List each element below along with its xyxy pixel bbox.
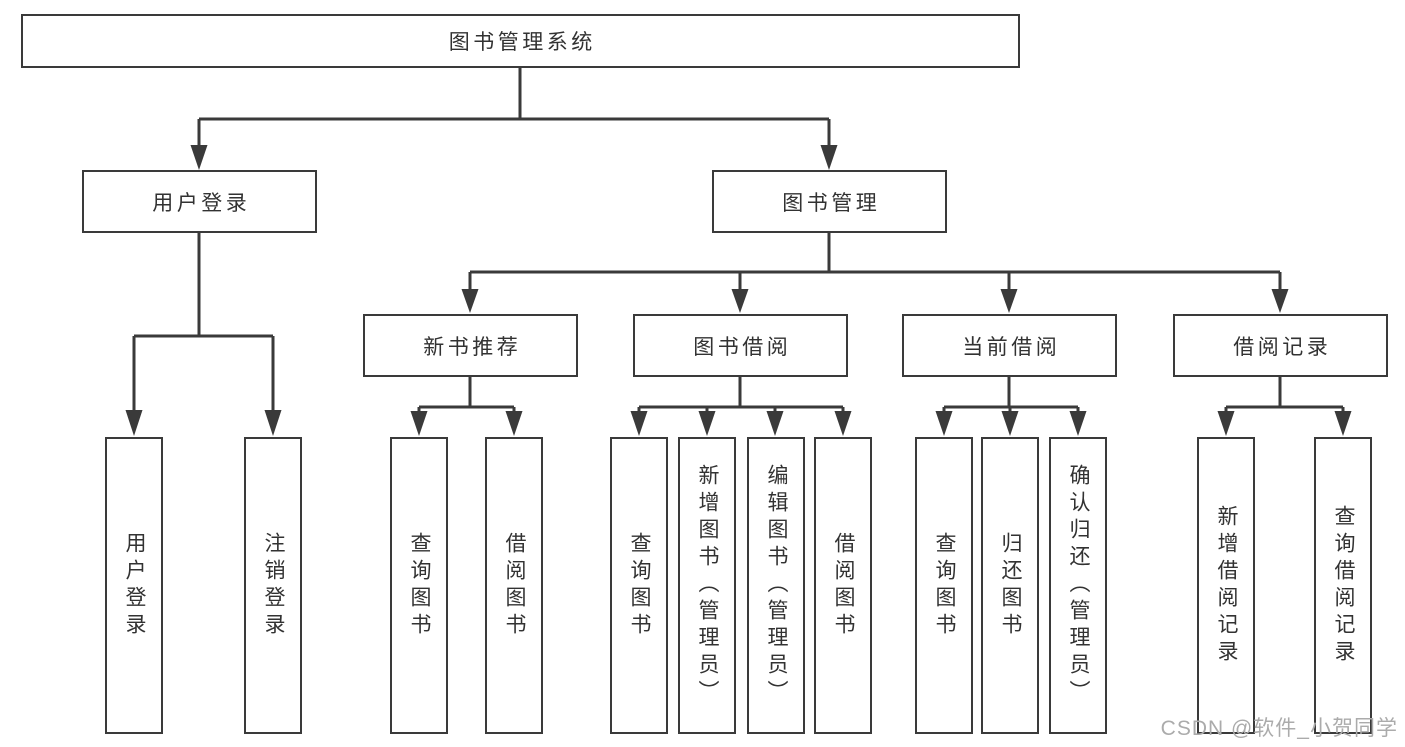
- leaf-add-borrow-record: 新增借阅记录: [1197, 437, 1255, 734]
- connector-user-login-children: [132, 233, 275, 412]
- connector-book-management-children: [468, 233, 1282, 291]
- leaf-query-borrow-record: 查询借阅记录: [1314, 437, 1372, 734]
- node-book-management: 图书管理: [712, 170, 947, 233]
- leaf-logout: 注销登录: [244, 437, 302, 734]
- leaf-edit-book-admin: 编辑图书（管理员）: [747, 437, 805, 734]
- node-current-borrow: 当前借阅: [902, 314, 1117, 377]
- leaf-add-book-admin: 新增图书（管理员）: [678, 437, 736, 734]
- node-borrow-records: 借阅记录: [1173, 314, 1388, 377]
- arrowheads: [125, 145, 1352, 436]
- connector-borrow-records-children: [1224, 377, 1345, 413]
- node-new-book-recommend: 新书推荐: [363, 314, 578, 377]
- leaf-borrow-books: 借阅图书: [814, 437, 872, 734]
- leaf-query-books-borrow: 查询图书: [610, 437, 668, 734]
- node-book-borrow: 图书借阅: [633, 314, 848, 377]
- connector-current-borrow-children: [942, 377, 1080, 413]
- leaf-user-login: 用户登录: [105, 437, 163, 734]
- connector-root-to-level2: [197, 68, 831, 147]
- connector-new-book-recommend-children: [417, 377, 516, 413]
- connector-book-borrow-children: [637, 377, 845, 413]
- node-user-login: 用户登录: [82, 170, 317, 233]
- leaf-return-book: 归还图书: [981, 437, 1039, 734]
- leaf-query-books-current: 查询图书: [915, 437, 973, 734]
- node-root-system: 图书管理系统: [21, 14, 1020, 68]
- leaf-confirm-return-admin: 确认归还（管理员）: [1049, 437, 1107, 734]
- leaf-query-books-recommend: 查询图书: [390, 437, 448, 734]
- leaf-borrow-books-recommend: 借阅图书: [485, 437, 543, 734]
- watermark-text: CSDN @软件_小贺同学: [1160, 717, 1398, 740]
